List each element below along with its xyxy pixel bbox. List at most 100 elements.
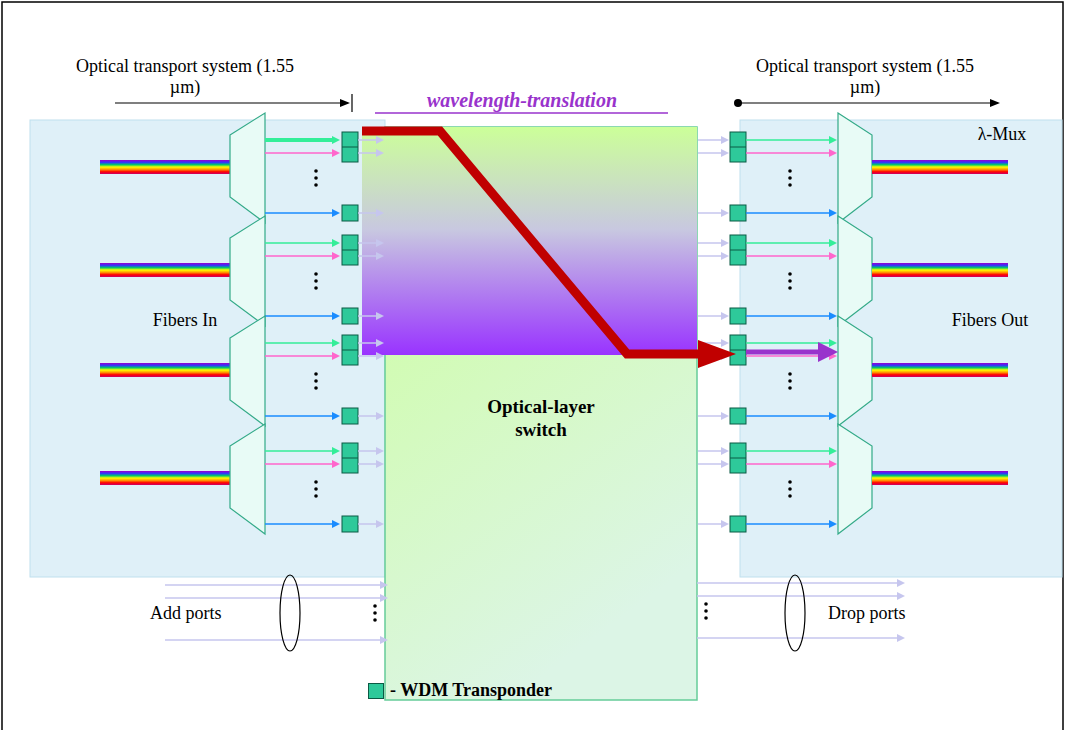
fiber-bundle	[872, 471, 1008, 485]
mux	[838, 113, 872, 223]
signal-arrow	[746, 242, 831, 244]
demux	[230, 316, 265, 426]
fiber-bundle	[872, 363, 1008, 377]
signal-arrow	[165, 584, 382, 586]
title-label: wavelength-translation	[372, 88, 672, 112]
arrow-head	[721, 239, 729, 247]
transponder-divider	[730, 350, 746, 351]
arrow-head	[829, 447, 837, 455]
signal-arrow	[265, 355, 334, 357]
ellipsis-dot	[788, 183, 792, 187]
arrow-head	[829, 339, 837, 347]
signal-arrow	[265, 523, 334, 525]
signal-arrow	[698, 212, 723, 214]
demux	[230, 113, 265, 223]
signal-arrow	[358, 415, 378, 417]
ellipsis-dot	[314, 272, 318, 276]
arrow-head	[380, 636, 388, 644]
signal-arrow	[265, 212, 334, 214]
arrow-head	[721, 520, 729, 528]
arrow-head	[721, 136, 729, 144]
fiber-bundle	[872, 263, 1008, 277]
ellipsis-dot	[314, 480, 318, 484]
signal-arrow	[746, 315, 831, 317]
ellipsis-dot	[788, 169, 792, 173]
part-label: Add ports	[150, 603, 280, 624]
ellipsis-dot	[788, 286, 792, 290]
transponder-divider	[342, 250, 358, 251]
ellipsis-dot	[704, 609, 708, 613]
signal-arrow	[698, 242, 723, 244]
fiber-bundle	[100, 363, 230, 377]
ellipsis-dot	[788, 279, 792, 283]
ellipsis-dot	[314, 372, 318, 376]
arrow-head	[376, 149, 384, 157]
ellipsis-dot	[788, 386, 792, 390]
ellipsis-dot	[704, 602, 708, 606]
signal-arrow	[358, 523, 378, 525]
arrow-head	[829, 252, 837, 260]
arrow-head	[376, 209, 384, 217]
ellipsis-dot	[314, 286, 318, 290]
part-label: λ-Mux	[962, 124, 1042, 145]
fiber-bundle	[100, 471, 230, 485]
arrow-head	[376, 520, 384, 528]
arrow-head	[829, 412, 837, 420]
wdm-transponder	[730, 516, 746, 532]
arrow-head	[376, 412, 384, 420]
ellipsis-dot	[704, 616, 708, 620]
demux	[230, 216, 265, 326]
signal-arrow	[265, 255, 334, 257]
ellipsis-dot	[314, 183, 318, 187]
signal-arrow	[358, 355, 378, 357]
signal-arrow	[698, 523, 723, 525]
node-label: Fibers Out	[945, 310, 1035, 331]
wdm-transponder	[342, 516, 358, 532]
wdm-transponder	[342, 408, 358, 424]
part-label: Drop ports	[828, 603, 958, 624]
wdm-transponder	[730, 335, 746, 365]
signal-arrow	[697, 637, 899, 639]
arrow-head	[897, 634, 905, 642]
ellipsis-dot	[314, 279, 318, 283]
legend-text: - WDM Transponder	[390, 680, 552, 701]
arrow-head	[897, 579, 905, 587]
transponder-divider	[730, 250, 746, 251]
mux	[838, 424, 872, 534]
arrow-head	[332, 312, 340, 320]
fiber-bundle	[100, 160, 230, 174]
arrow-head	[376, 460, 384, 468]
arrow-head	[376, 339, 384, 347]
arrow-head	[376, 239, 384, 247]
part-label: Optical transport system (1.55 µm)	[70, 56, 300, 98]
signal-arrow	[358, 450, 378, 452]
signal-arrow	[698, 415, 723, 417]
transponder-divider	[730, 147, 746, 148]
wdm-transponder	[730, 408, 746, 424]
arrow-head	[376, 136, 384, 144]
arrow-head	[829, 149, 837, 157]
arrow-head	[376, 312, 384, 320]
signal-arrow	[265, 415, 334, 417]
arrow-head	[721, 149, 729, 157]
arrow-head	[380, 594, 388, 602]
ellipsis-dot	[314, 386, 318, 390]
node-label: Fibers In	[145, 310, 225, 331]
wdm-transponder	[730, 308, 746, 324]
wdm-transponder	[342, 443, 358, 473]
arrow-head	[376, 352, 384, 360]
ellipsis-dot	[788, 494, 792, 498]
ellipsis-dot	[373, 611, 377, 615]
transponder-divider	[342, 350, 358, 351]
arrow-head	[332, 460, 340, 468]
arrow-head	[332, 520, 340, 528]
ellipsis-dot	[788, 480, 792, 484]
wdm-transponder	[730, 132, 746, 162]
mux	[838, 316, 872, 426]
ellipsis-dot	[373, 618, 377, 622]
arrow-head	[829, 520, 837, 528]
arrow-head	[829, 209, 837, 217]
arrow-head	[829, 239, 837, 247]
fiber-bundle	[100, 263, 230, 277]
signal-arrow	[698, 463, 723, 465]
